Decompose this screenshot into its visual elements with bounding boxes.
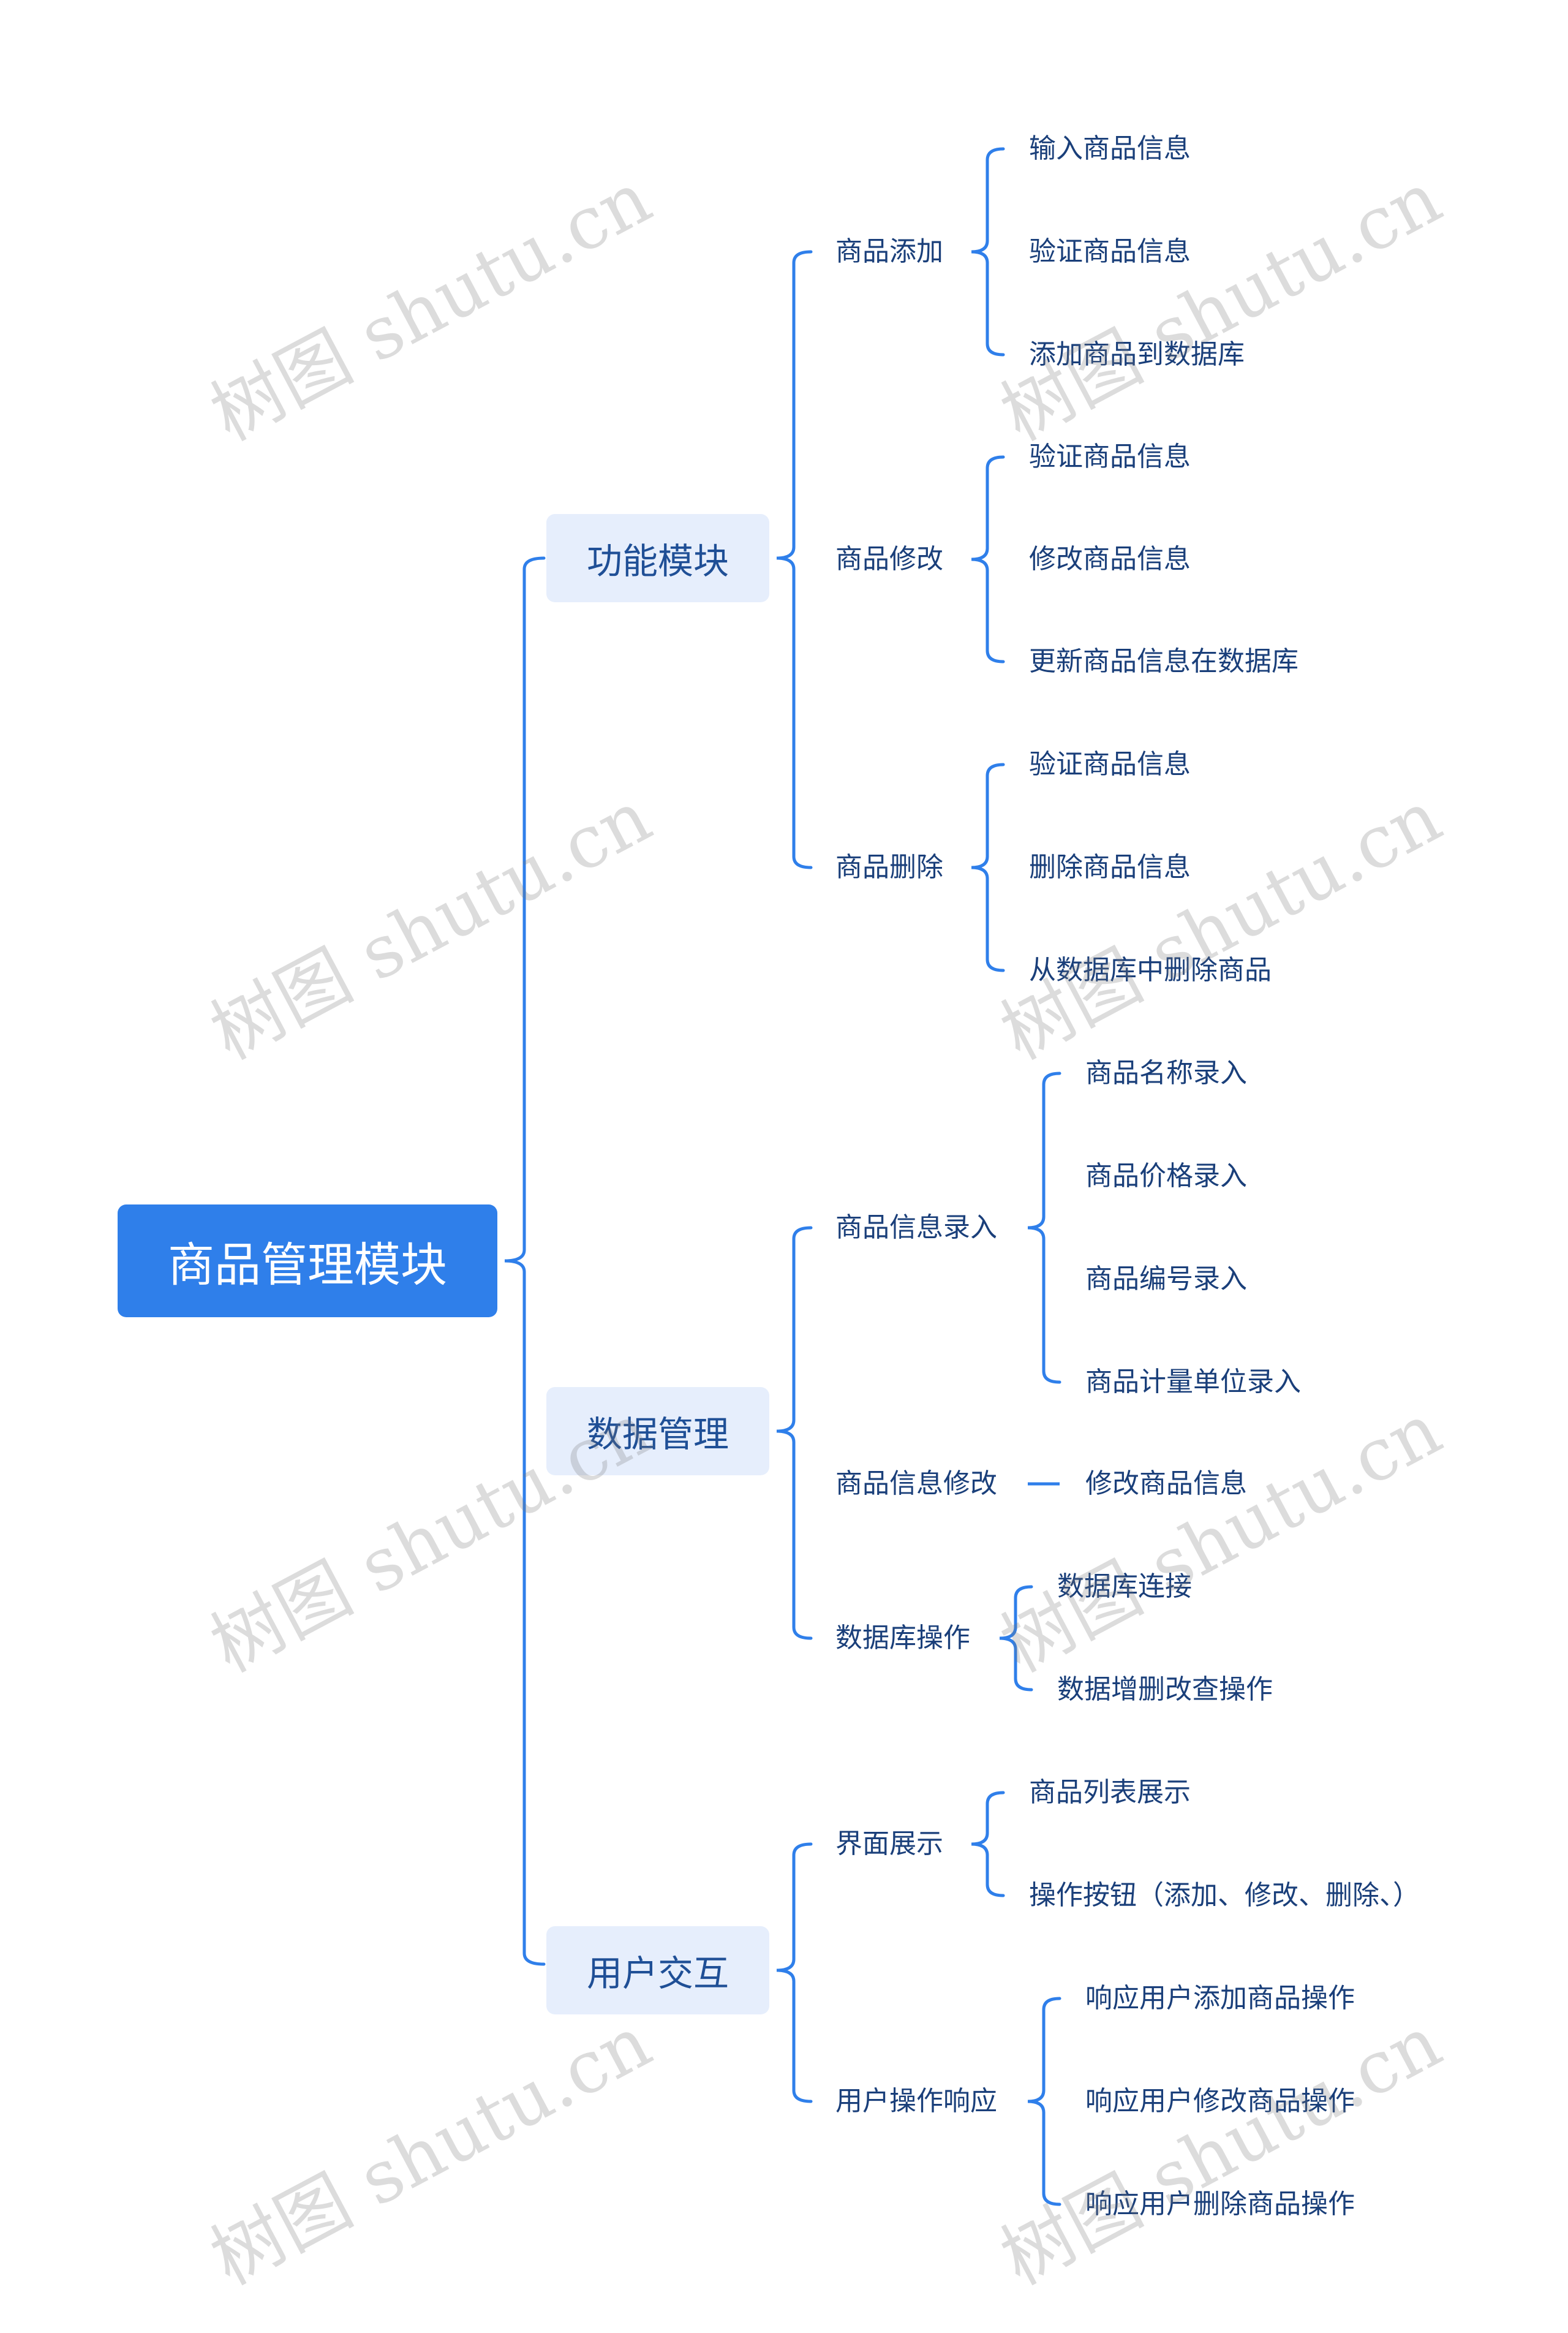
topic-node[interactable]: 商品删除 — [835, 852, 943, 883]
leaf-node[interactable]: 数据增删改查操作 — [1057, 1674, 1273, 1705]
branch-brace — [776, 1842, 813, 2103]
branch-brace — [776, 1226, 813, 1640]
leaf-node[interactable]: 修改商品信息 — [1029, 543, 1191, 575]
leaf-node[interactable]: 修改商品信息 — [1085, 1468, 1247, 1499]
leaf-node[interactable]: 验证商品信息 — [1029, 441, 1191, 472]
leaf-node[interactable]: 响应用户修改商品操作 — [1085, 2085, 1355, 2117]
topic-brace — [1027, 1072, 1061, 1384]
topic-node[interactable]: 用户操作响应 — [835, 2085, 997, 2117]
branch-node[interactable]: 数据管理 — [546, 1387, 769, 1475]
topic-node[interactable]: 商品修改 — [835, 543, 943, 575]
leaf-node[interactable]: 商品编号录入 — [1085, 1263, 1247, 1295]
branch-brace — [776, 250, 813, 869]
leaf-node[interactable]: 更新商品信息在数据库 — [1029, 646, 1298, 677]
leaf-node[interactable]: 数据库连接 — [1057, 1571, 1192, 1602]
topic-node[interactable]: 商品信息修改 — [835, 1468, 997, 1499]
leaf-node[interactable]: 从数据库中删除商品 — [1029, 955, 1272, 986]
leaf-node[interactable]: 操作按钮（添加、修改、删除、） — [1029, 1880, 1420, 1911]
topic-brace — [999, 1585, 1033, 1692]
leaf-node[interactable]: 商品价格录入 — [1085, 1160, 1247, 1192]
topic-brace — [971, 1791, 1005, 1897]
leaf-node[interactable]: 响应用户删除商品操作 — [1085, 2188, 1355, 2220]
leaf-node[interactable]: 响应用户添加商品操作 — [1085, 1983, 1355, 2014]
leaf-node[interactable]: 输入商品信息 — [1029, 133, 1191, 164]
topic-node[interactable]: 数据库操作 — [835, 1622, 970, 1654]
leaf-node[interactable]: 删除商品信息 — [1029, 852, 1191, 883]
topic-node[interactable]: 界面展示 — [835, 1828, 943, 1859]
branch-node[interactable]: 功能模块 — [546, 514, 769, 602]
leaf-node[interactable]: 验证商品信息 — [1029, 749, 1191, 780]
leaf-node[interactable]: 添加商品到数据库 — [1029, 339, 1245, 370]
leaf-node[interactable]: 商品名称录入 — [1085, 1057, 1247, 1089]
branch-node[interactable]: 用户交互 — [546, 1926, 769, 2014]
root-node[interactable]: 商品管理模块 — [118, 1204, 497, 1317]
topic-node[interactable]: 商品信息录入 — [835, 1212, 997, 1243]
topic-node[interactable]: 商品添加 — [835, 236, 943, 267]
leaf-node[interactable]: 商品计量单位录入 — [1085, 1366, 1301, 1397]
topic-brace — [971, 455, 1005, 664]
leaf-node[interactable]: 商品列表展示 — [1029, 1777, 1191, 1808]
topic-brace — [971, 763, 1005, 972]
topic-brace — [1027, 1997, 1061, 2206]
leaf-node[interactable]: 验证商品信息 — [1029, 236, 1191, 267]
root-brace — [504, 556, 546, 1966]
topic-brace — [971, 147, 1005, 357]
